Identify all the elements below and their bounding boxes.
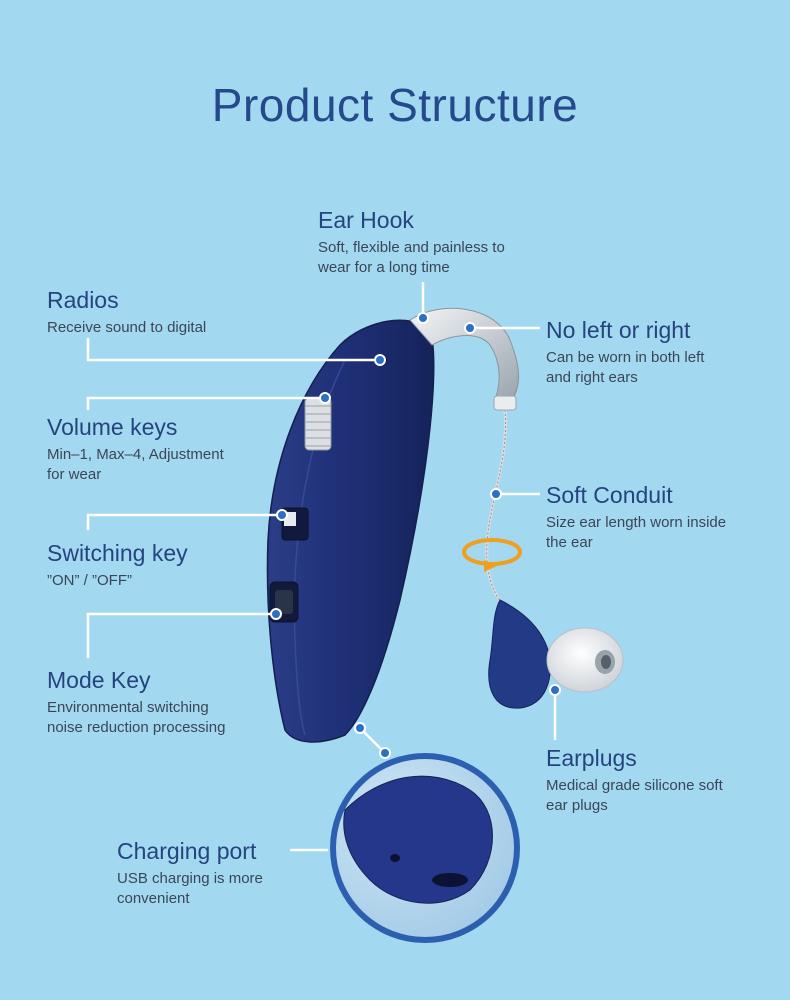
- dot-ear-hook: [417, 312, 429, 324]
- mode-key-desc-1: Environmental switching: [47, 699, 209, 716]
- volume-keys-desc-1: Min–1, Max–4, Adjustment: [47, 446, 224, 463]
- dot-switching: [276, 509, 288, 521]
- no-left-right-desc-2: and right ears: [546, 369, 638, 386]
- charging-port-desc-1: USB charging is more: [117, 870, 263, 887]
- label-volume-keys: Volume keys Min–1, Max–4, Adjustment for…: [47, 413, 224, 485]
- earplug-tip: [546, 627, 624, 693]
- label-switching-key: Switching key ”ON” / ”OFF”: [47, 539, 188, 591]
- label-earplugs: Earplugs Medical grade silicone soft ear…: [546, 744, 723, 816]
- label-no-left-right: No left or right Can be worn in both lef…: [546, 316, 704, 388]
- soft-conduit: [485, 409, 508, 607]
- zoom-device: [343, 775, 493, 904]
- radios-desc-1: Receive sound to digital: [47, 319, 207, 336]
- dot-no-left-right: [464, 322, 476, 334]
- dot-earplugs: [549, 684, 561, 696]
- label-charging-port: Charging port USB charging is more conve…: [117, 837, 263, 909]
- dot-charging: [379, 747, 391, 759]
- label-soft-conduit: Soft Conduit Size ear length worn inside…: [546, 481, 726, 553]
- dot-volume: [319, 392, 331, 404]
- earplugs-heading: Earplugs: [546, 745, 637, 771]
- mode-key-heading: Mode Key: [47, 667, 151, 693]
- page-title: Product Structure: [211, 79, 579, 131]
- soft-conduit-desc-2: the ear: [546, 534, 593, 551]
- volume-keys-heading: Volume keys: [47, 414, 178, 440]
- switching-key-heading: Switching key: [47, 540, 188, 566]
- ear-hook-desc-1: Soft, flexible and painless to: [318, 239, 505, 256]
- rotate-arrow-icon: [462, 538, 522, 566]
- dot-mode: [270, 608, 282, 620]
- ear-hook-heading: Ear Hook: [318, 207, 414, 233]
- charging-port-heading: Charging port: [117, 838, 257, 864]
- no-left-right-desc-1: Can be worn in both left: [546, 349, 705, 366]
- dot-soft-conduit: [490, 488, 502, 500]
- label-ear-hook: Ear Hook Soft, flexible and painless to …: [318, 206, 505, 278]
- ear-hook-desc-2: wear for a long time: [318, 259, 450, 276]
- volume-keys-desc-2: for wear: [47, 466, 102, 483]
- switching-key-desc-1: ”ON” / ”OFF”: [47, 572, 132, 589]
- soft-conduit-desc-1: Size ear length worn inside: [546, 514, 727, 531]
- dot-radios: [374, 354, 386, 366]
- label-mode-key: Mode Key Environmental switching noise r…: [47, 666, 225, 738]
- radios-heading: Radios: [47, 287, 119, 313]
- soft-conduit-heading: Soft Conduit: [546, 482, 673, 508]
- mode-key-desc-2: noise reduction processing: [47, 719, 226, 736]
- charging-port-desc-2: convenient: [117, 890, 190, 907]
- earplugs-desc-1: Medical grade silicone soft: [546, 777, 723, 794]
- label-radios: Radios Receive sound to digital: [47, 286, 206, 338]
- dot-charging-start: [354, 722, 366, 734]
- earplugs-desc-2: ear plugs: [546, 797, 608, 814]
- earplug-housing: [488, 599, 551, 709]
- hook-tip: [493, 395, 517, 411]
- no-left-right-heading: No left or right: [546, 317, 691, 343]
